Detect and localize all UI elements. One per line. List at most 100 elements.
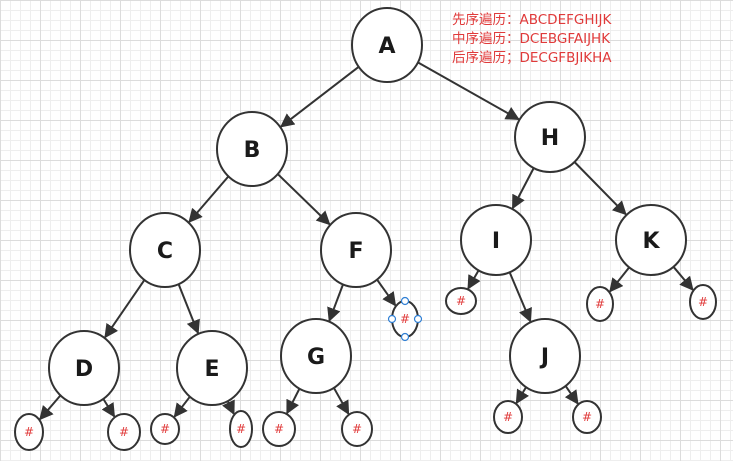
tree-node-j[interactable]: J [509,318,581,394]
null-circle [341,411,373,447]
tree-node-k[interactable]: K [615,204,687,276]
null-marker-n-D-right[interactable]: # [107,413,141,451]
edge-G-n-G-right [332,387,350,416]
edge-H-K [573,161,627,216]
null-marker-n-G-right[interactable]: # [341,411,373,447]
edge-B-C [188,175,230,223]
edge-B-F [277,173,331,226]
node-label: E [204,357,219,382]
tree-node-g[interactable]: G [280,318,352,394]
tree-node-e[interactable]: E [176,330,248,406]
null-label: # [160,422,170,436]
node-label: K [642,229,660,254]
edge-C-E [177,283,200,335]
edge-J-n-J-right [564,385,579,405]
null-label: # [24,425,34,439]
selection-handle[interactable] [400,296,410,306]
null-label: # [400,312,410,326]
null-label: # [119,425,129,439]
null-label: # [595,297,605,311]
edge-D-n-D-left [39,394,62,421]
edge-K-n-K-left [609,266,630,293]
tree-node-a[interactable]: A [351,7,423,83]
null-markers: # # # # # # # # # # # # [14,284,717,451]
node-circle [514,101,586,173]
null-circle [107,413,141,451]
node-circle [351,7,423,83]
null-marker-n-G-left[interactable]: # [262,411,296,447]
tree-node-i[interactable]: I [460,204,532,276]
selection-handle[interactable] [400,332,410,342]
tree-edges [39,61,694,421]
node-circle [509,318,581,394]
null-circle [689,284,717,320]
node-label: D [75,357,93,382]
edge-I-J [508,271,532,323]
node-circle [320,212,392,288]
null-label: # [698,295,708,309]
node-circle [129,212,201,288]
null-marker-n-K-right[interactable]: # [689,284,717,320]
null-marker-n-I-left[interactable]: # [445,287,477,315]
tree-node-b[interactable]: B [216,111,288,187]
edge-F-n-F-right [376,279,397,307]
edge-D-n-D-right [101,398,116,418]
null-marker-n-K-left[interactable]: # [586,286,614,322]
null-marker-n-J-left[interactable]: # [493,400,523,434]
traversal-results: 先序遍历：ABCDEFGHIJK 中序遍历：DCEBGFAIJHK 后序遍历；D… [452,11,612,68]
edge-J-n-J-left [515,386,530,405]
selection-handle[interactable] [387,314,397,324]
edge-K-n-K-right [672,266,694,291]
node-label: I [492,229,500,254]
node-label: F [348,239,363,264]
null-label: # [582,410,592,424]
node-label: J [539,345,549,370]
selection-handle[interactable] [413,314,423,324]
edge-E-n-E-right [222,399,235,416]
edge-A-B [279,65,360,128]
null-circle [262,411,296,447]
null-label: # [456,294,466,308]
node-label: G [307,345,325,370]
null-circle [14,413,44,451]
null-marker-n-E-left[interactable]: # [150,413,180,445]
node-label: C [157,239,173,264]
null-label: # [503,410,513,424]
node-circle [460,204,532,276]
postorder-text: 后序遍历；DECGFBJIKHA [452,50,612,66]
null-label: # [236,422,246,436]
null-marker-n-D-left[interactable]: # [14,413,44,451]
node-circle [280,318,352,394]
edge-A-H [417,61,520,121]
tree-nodes: A B H C F I K D E G J [48,7,687,406]
tree-node-d[interactable]: D [48,330,120,406]
null-circle [572,400,602,434]
edge-H-I [511,167,535,210]
node-circle [176,330,248,406]
null-label: # [352,422,362,436]
null-marker-n-J-right[interactable]: # [572,400,602,434]
node-circle [48,330,120,406]
null-marker-n-E-right[interactable]: # [229,410,253,448]
node-circle [615,204,687,276]
tree-node-c[interactable]: C [129,212,201,288]
edge-E-n-E-left [173,396,191,418]
edge-F-G [327,284,344,323]
null-marker-n-F-right[interactable]: # [387,296,423,342]
preorder-text: 先序遍历：ABCDEFGHIJK [452,12,612,28]
node-circle [216,111,288,187]
inorder-text: 中序遍历：DCEBGFAIJHK [452,31,611,47]
node-label: B [244,138,261,163]
tree-node-f[interactable]: F [320,212,392,288]
edge-G-n-G-left [286,388,301,415]
null-circle [445,287,477,315]
null-circle [493,400,523,434]
edge-C-D [104,279,146,339]
null-circle [586,286,614,322]
null-label: # [274,422,284,436]
node-label: A [378,34,395,59]
tree-node-h[interactable]: H [514,101,586,173]
edge-I-n-I-left [467,269,481,290]
node-label: H [541,126,559,151]
